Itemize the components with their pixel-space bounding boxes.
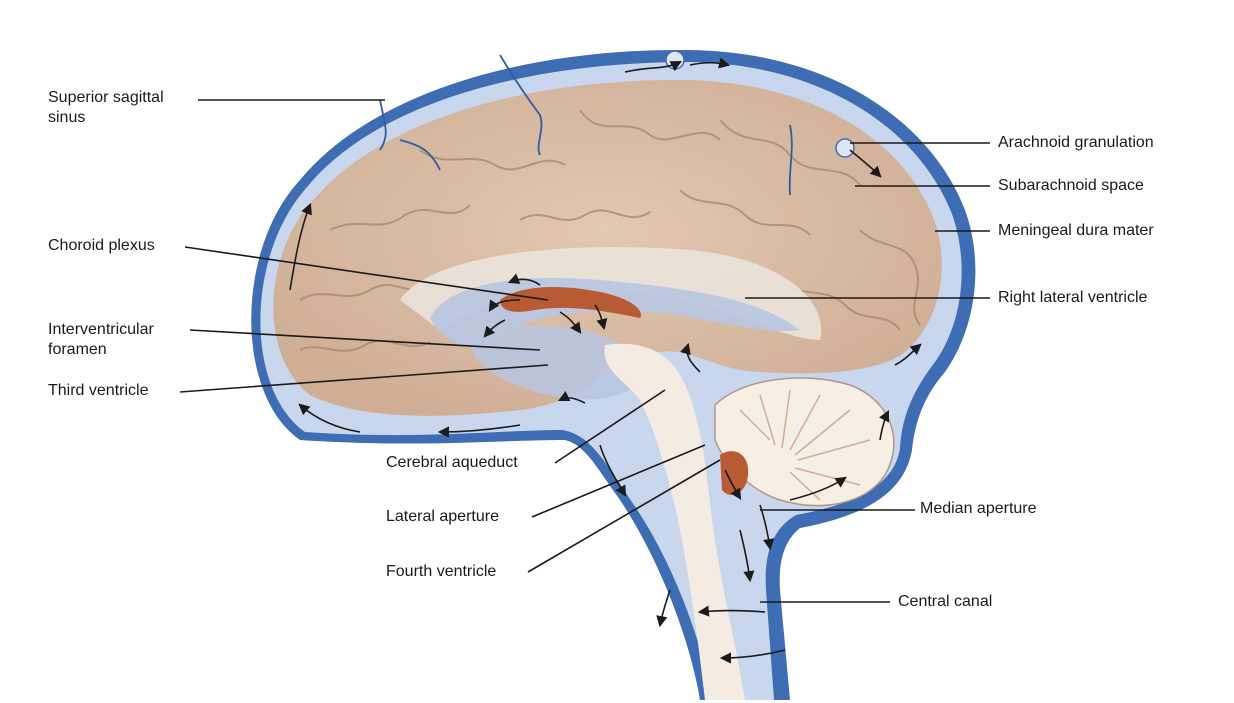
label-median-aperture: Median aperture xyxy=(920,500,1037,517)
third-ventricle xyxy=(470,325,640,400)
leader-choroid-plexus xyxy=(184,246,549,301)
label-lateral-aperture: Lateral aperture xyxy=(386,508,499,525)
cerebral-veins xyxy=(379,54,793,196)
label-meningeal-dura-mater: Meningeal dura mater xyxy=(998,222,1154,239)
label-cerebral-aqueduct: Cerebral aqueduct xyxy=(386,454,518,471)
csf-flow-arrows xyxy=(289,57,922,664)
label-right-lateral-ventricle: Right lateral ventricle xyxy=(998,289,1148,306)
leader-cerebral-aqueduct xyxy=(554,389,666,464)
label-central-canal: Central canal xyxy=(898,593,993,610)
corpus-callosum xyxy=(400,247,822,340)
leader-lines xyxy=(179,99,990,603)
fourth-ventricle-choroid xyxy=(720,451,749,495)
label-interventricular-foramen: Interventricular foramen xyxy=(48,321,154,358)
leader-lateral-aperture xyxy=(531,444,706,518)
label-fourth-ventricle: Fourth ventricle xyxy=(386,563,497,580)
label-subarachnoid-space: Subarachnoid space xyxy=(998,177,1144,194)
cerebellum-folia xyxy=(739,389,871,501)
label-choroid-plexus: Choroid plexus xyxy=(48,237,155,254)
leader-interventricular-foramen xyxy=(189,329,541,351)
choroid-plexus xyxy=(500,287,641,318)
leader-fourth-ventricle xyxy=(527,459,721,573)
label-third-ventricle: Third ventricle xyxy=(48,382,149,399)
leader-third-ventricle xyxy=(179,364,549,393)
label-superior-sagittal-sinus: Superior sagittal sinus xyxy=(48,89,164,126)
arachnoid-granulation-right xyxy=(835,138,855,158)
label-arachnoid-granulation: Arachnoid granulation xyxy=(998,134,1154,151)
